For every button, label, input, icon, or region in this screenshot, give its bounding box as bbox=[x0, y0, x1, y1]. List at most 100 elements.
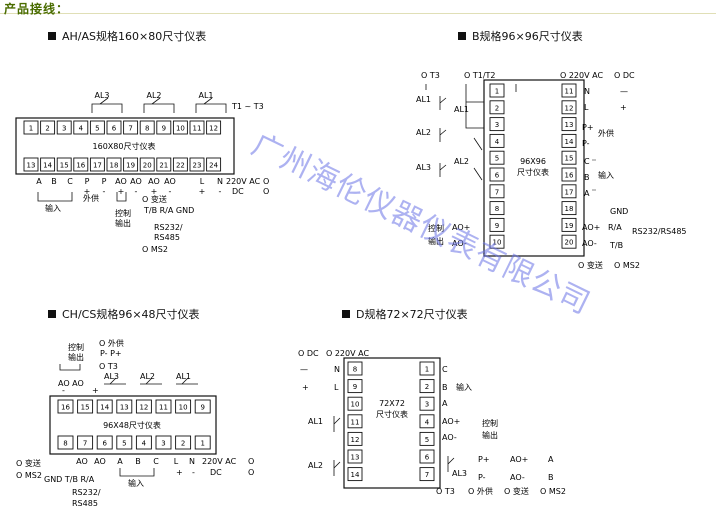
b-terminal-4: 4 bbox=[489, 133, 505, 148]
ah-control: 控制 bbox=[115, 208, 131, 218]
ch-al1: AL1 bbox=[176, 372, 191, 381]
svg-text:16: 16 bbox=[76, 162, 85, 170]
ah-bottom-label-3: P bbox=[85, 177, 90, 186]
ch-gnd: GND T/B R/A bbox=[44, 475, 95, 484]
svg-text:7: 7 bbox=[425, 471, 429, 479]
svg-text:14: 14 bbox=[43, 162, 52, 170]
b-terminal-8: 8 bbox=[489, 201, 505, 216]
svg-text:16: 16 bbox=[565, 172, 574, 180]
b-pplus: P+ bbox=[582, 123, 594, 132]
d-al2: AL2 bbox=[308, 461, 323, 470]
ah-ms2: O MS2 bbox=[142, 245, 168, 254]
ah-terminal-4: 4 bbox=[73, 120, 89, 135]
square-bullet-icon bbox=[48, 310, 56, 318]
b-al3: AL3 bbox=[416, 163, 431, 172]
ah-bottom-label-5: AO bbox=[115, 177, 127, 186]
ah-output: 输出 bbox=[115, 218, 131, 228]
ch-bottom-label-6: N bbox=[189, 457, 195, 466]
b-ctrl-aom: AO- bbox=[452, 239, 467, 248]
svg-text:13: 13 bbox=[565, 121, 574, 129]
ch-al3: AL3 bbox=[104, 372, 119, 381]
ah-bottom-label-10: N bbox=[217, 177, 223, 186]
svg-text:12: 12 bbox=[351, 436, 360, 444]
ah-sign-4: + bbox=[151, 187, 158, 196]
ch-terminal-2: 2 bbox=[175, 435, 192, 450]
svg-text:24: 24 bbox=[209, 162, 218, 170]
svg-text:6: 6 bbox=[112, 125, 117, 133]
ch-bottom-label-2: A bbox=[117, 457, 123, 466]
svg-text:7: 7 bbox=[495, 188, 499, 196]
d-minus: — bbox=[300, 365, 308, 374]
b-terminal-20: 20 bbox=[561, 234, 577, 249]
svg-text:12: 12 bbox=[565, 104, 574, 112]
svg-text:1: 1 bbox=[425, 366, 429, 374]
ah-bottom-label-6: AO bbox=[130, 177, 142, 186]
b-al1: AL1 bbox=[416, 95, 431, 104]
square-bullet-icon bbox=[48, 32, 56, 40]
svg-text:2: 2 bbox=[45, 125, 49, 133]
ch-terminal-1: 1 bbox=[194, 435, 211, 450]
d-terminal-4: 4 bbox=[419, 414, 435, 429]
d-terminal-13: 13 bbox=[347, 449, 363, 464]
d-output: 输出 bbox=[482, 430, 498, 440]
svg-text:10: 10 bbox=[351, 401, 360, 409]
b-aop: AO+ bbox=[582, 223, 600, 232]
svg-text:11: 11 bbox=[565, 88, 574, 96]
b-dc: O DC bbox=[614, 71, 635, 80]
ch-supply: O 外供 bbox=[99, 338, 124, 348]
ah-terminal-8: 8 bbox=[139, 120, 155, 135]
svg-text:4: 4 bbox=[425, 418, 430, 426]
b-terminal-14: 14 bbox=[561, 133, 577, 148]
ch-terminal-6: 6 bbox=[96, 435, 113, 450]
d-plus: + bbox=[302, 383, 309, 392]
svg-text:10: 10 bbox=[493, 239, 502, 247]
d-n: N bbox=[334, 365, 340, 374]
ah-terminal-1: 1 bbox=[23, 120, 39, 135]
svg-text:18: 18 bbox=[565, 205, 574, 213]
svg-text:11: 11 bbox=[193, 125, 202, 133]
ah-comm: T/B R/A GND bbox=[143, 206, 194, 215]
ch-terminal-12: 12 bbox=[135, 399, 152, 414]
svg-text:1: 1 bbox=[200, 440, 204, 448]
ah-terminal-5: 5 bbox=[89, 120, 105, 135]
ch-terminal-10: 10 bbox=[175, 399, 192, 414]
svg-text:7: 7 bbox=[128, 125, 132, 133]
page-header: 产品接线： bbox=[0, 0, 716, 16]
d-l: L bbox=[334, 383, 339, 392]
svg-text:13: 13 bbox=[120, 404, 129, 412]
ch-ms2: O MS2 bbox=[16, 471, 42, 480]
ah-terminal-14: 14 bbox=[40, 157, 56, 172]
svg-text:14: 14 bbox=[100, 404, 109, 412]
d-terminal-14: 14 bbox=[347, 467, 363, 482]
b-gnd: GND bbox=[610, 207, 628, 216]
d-ms2: O MS2 bbox=[540, 487, 566, 496]
panel-ah-title: AH/AS规格160×80尺寸仪表 bbox=[48, 28, 206, 44]
b-control: 控制 bbox=[428, 223, 444, 233]
d-dc: O DC bbox=[298, 349, 319, 358]
page-title: 产品接线： bbox=[4, 2, 70, 16]
ch-control: 控制 bbox=[68, 342, 84, 352]
ch-al2: AL2 bbox=[140, 372, 155, 381]
b-supply: 外供 bbox=[598, 128, 614, 138]
d-rb: B bbox=[548, 473, 554, 482]
ch-terminal-9: 9 bbox=[194, 399, 211, 414]
d-ra: A bbox=[548, 455, 554, 464]
b-terminal-9: 9 bbox=[489, 217, 505, 232]
square-bullet-icon bbox=[342, 310, 350, 318]
ch-plus-b: + bbox=[176, 468, 183, 477]
svg-text:10: 10 bbox=[176, 125, 185, 133]
b-output: 输出 bbox=[428, 236, 444, 246]
b-ac: O 220V AC bbox=[560, 71, 603, 80]
ch-bottom-label-0: AO bbox=[76, 457, 88, 466]
b-ms2: O MS2 bbox=[614, 261, 640, 270]
svg-text:2: 2 bbox=[425, 383, 429, 391]
ch-terminal-3: 3 bbox=[155, 435, 172, 450]
d-control: 控制 bbox=[482, 418, 498, 428]
d-terminal-6: 6 bbox=[419, 449, 435, 464]
